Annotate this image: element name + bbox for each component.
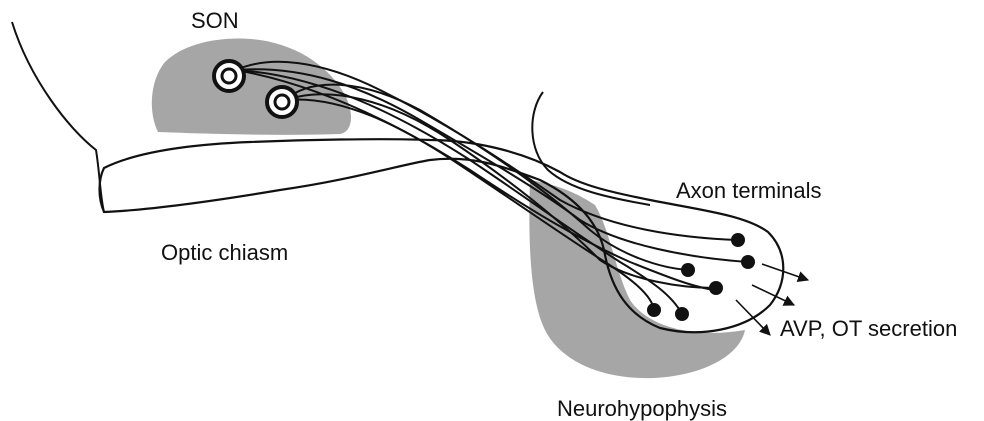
son-label: SON	[191, 10, 239, 32]
son-neuron-1	[214, 61, 244, 91]
axon-terminal	[675, 307, 689, 321]
son-neuron-2	[267, 87, 297, 117]
secretion-arrow	[762, 264, 808, 280]
neurohypophysis-region	[529, 180, 745, 378]
secretion-label: AVP, OT secretion	[780, 318, 957, 340]
axon-bundle	[236, 62, 748, 314]
neurohypophysis-label: Neurohypophysis	[557, 398, 727, 420]
brain-contour-left	[12, 22, 104, 212]
axon-terminals	[647, 233, 755, 321]
axon-terminals-label: Axon terminals	[676, 180, 822, 202]
axon-terminal	[741, 255, 755, 269]
secretion-arrow	[736, 300, 770, 335]
optic-chiasm-label: Optic chiasm	[161, 242, 288, 264]
axon-terminal	[681, 263, 695, 277]
axon-terminal	[709, 281, 723, 295]
axon-terminal	[647, 303, 661, 317]
axon-terminal	[731, 233, 745, 247]
